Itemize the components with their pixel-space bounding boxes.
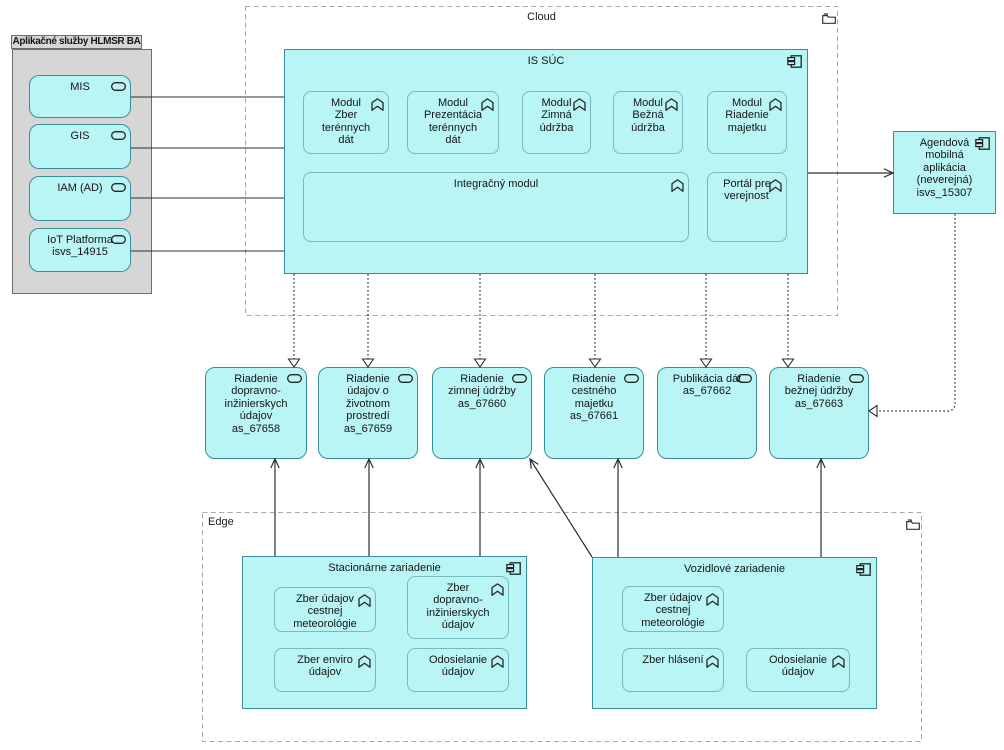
application-function-icon <box>769 179 782 192</box>
function-modul-bezna-udrzba[interactable]: Modul Bežná údržba <box>613 91 683 154</box>
function-zber-dopravno-inzinierskych-udajov[interactable]: Zber dopravno- inžinierskych údajov <box>407 576 509 639</box>
service-riadenie-zimnej-udrzby-label: Riadenie zimnej údržby as_67660 <box>448 373 516 410</box>
edge-is-suc-realizes-as67660-arrowhead[interactable] <box>473 358 487 368</box>
service-riadenie-beznej-udrzby-label: Riadenie bežnej údržby as_67663 <box>784 373 854 410</box>
edge-is-suc-realizes-as67662-arrowhead[interactable] <box>699 358 713 368</box>
function-modul-zber-terennych-dat[interactable]: Modul Zber terénnych dát <box>303 91 389 154</box>
service-riadenie-udajov-o-zivotnom-prostredi[interactable]: Riadenie údajov o životnom prostredí as_… <box>318 367 418 459</box>
application-service-icon <box>111 131 126 140</box>
function-integracny-modul-label: Integračný modul <box>453 178 539 190</box>
edge-vozidlove-to-as67663-arrowhead[interactable] <box>816 457 826 469</box>
app-service-mis-label: MIS <box>70 81 90 93</box>
edge-vozidlove-to-as67661-arrowhead[interactable] <box>613 457 623 469</box>
app-service-mis[interactable]: MIS <box>29 75 131 118</box>
edge-is-suc-realizes-as67659-arrowhead[interactable] <box>361 358 375 368</box>
function-modul-riadenie-majetku[interactable]: Modul Riadenie majetku <box>707 91 787 154</box>
application-component-icon <box>856 563 871 576</box>
application-function-icon <box>358 594 371 607</box>
application-service-icon <box>512 374 527 383</box>
application-function-icon <box>769 98 782 111</box>
application-service-icon <box>398 374 413 383</box>
application-service-icon <box>287 374 302 383</box>
group-cloud-label: Cloud <box>527 11 556 23</box>
component-vozidlove-zariadenie-label: Vozidlové zariadenie <box>684 563 785 575</box>
service-riadenie-beznej-udrzby[interactable]: Riadenie bežnej údržby as_67663 <box>769 367 869 459</box>
function-zber-udajov-cestnej-meteorologie-stac[interactable]: Zber údajov cestnej meteorológie <box>274 587 376 632</box>
edge-is-suc-realizes-as67661-arrowhead[interactable] <box>588 358 602 368</box>
function-modul-zimna-udrzba[interactable]: Modul Zimná údržba <box>522 91 591 154</box>
folder-icon <box>822 13 836 24</box>
service-riadenie-zimnej-udrzby[interactable]: Riadenie zimnej údržby as_67660 <box>432 367 532 459</box>
application-service-icon <box>111 235 126 244</box>
edge-stacionarne-to-as67660-arrowhead[interactable] <box>475 457 485 469</box>
application-function-icon <box>665 98 678 111</box>
service-riadenie-cestneho-majetku[interactable]: Riadenie cestného majetku as_67661 <box>544 367 644 459</box>
application-function-icon <box>671 179 684 192</box>
edge-agendova-realizes-as67663-arrowhead[interactable] <box>868 404 878 418</box>
application-function-icon <box>706 655 719 668</box>
function-zber-enviro-udajov[interactable]: Zber enviro údajov <box>274 648 376 692</box>
group-edge-label: Edge <box>208 516 234 528</box>
service-publikacia-dat[interactable]: Publikácia dát as_67662 <box>657 367 757 459</box>
application-function-icon <box>491 655 504 668</box>
application-function-icon <box>481 98 494 111</box>
function-portal-pre-verejnost[interactable]: Portál pre verejnosť <box>707 172 787 242</box>
application-service-icon <box>624 374 639 383</box>
edge-is-suc-realizes-as67658-arrowhead[interactable] <box>287 358 301 368</box>
function-odosielanie-udajov-stac[interactable]: Odosielanie údajov <box>407 648 509 692</box>
application-service-icon <box>111 82 126 91</box>
app-service-iot-platforma-label: IoT Platforma isvs_14915 <box>47 234 113 259</box>
folder-icon <box>906 519 920 530</box>
service-riadenie-udajov-o-zivotnom-prostredi-label: Riadenie údajov o životnom prostredí as_… <box>343 373 393 435</box>
app-service-gis[interactable]: GIS <box>29 124 131 169</box>
app-service-gis-label: GIS <box>70 130 90 142</box>
group-aplikacne-sluzby-tab: Aplikačné služby HLMSR BA <box>11 35 142 49</box>
application-function-icon <box>706 593 719 606</box>
application-function-icon <box>358 655 371 668</box>
application-service-icon <box>849 374 864 383</box>
application-component-icon <box>506 562 521 575</box>
application-service-icon <box>111 183 126 192</box>
service-riadenie-dopravno-inzinierskych-udajov[interactable]: Riadenie dopravno- inžinierskych údajov … <box>205 367 307 459</box>
service-publikacia-dat-label: Publikácia dát as_67662 <box>672 373 742 398</box>
function-integracny-modul[interactable]: Integračný modul <box>303 172 689 242</box>
edge-stacionarne-to-as67659-arrowhead[interactable] <box>364 457 374 469</box>
function-modul-prezentacia-terennych-dat[interactable]: Modul Prezentácia terénnych dát <box>407 91 499 154</box>
component-is-suc-label: IS SÚC <box>527 55 565 67</box>
service-riadenie-cestneho-majetku-label: Riadenie cestného majetku as_67661 <box>569 373 619 423</box>
edge-is-suc-to-agendova-arrowhead[interactable] <box>883 168 895 178</box>
component-stacionarne-zariadenie-label: Stacionárne zariadenie <box>328 562 441 574</box>
function-zber-hlaseni[interactable]: Zber hlásení <box>622 648 724 692</box>
application-component-icon <box>787 55 802 68</box>
edge-stacionarne-to-as67658-arrowhead[interactable] <box>270 457 280 469</box>
application-function-icon <box>832 655 845 668</box>
application-function-icon <box>491 583 504 596</box>
edge-vozidlove-to-as67660-arrowhead[interactable] <box>529 457 539 469</box>
service-riadenie-dopravno-inzinierskych-udajov-label: Riadenie dopravno- inžinierskych údajov … <box>224 373 288 435</box>
edge-agendova-realizes-as67663[interactable] <box>877 214 956 412</box>
application-service-icon <box>737 374 752 383</box>
application-function-icon <box>573 98 586 111</box>
edge-is-suc-realizes-as67663-arrowhead[interactable] <box>781 358 795 368</box>
app-service-iam-ad-label: IAM (AD) <box>57 182 103 194</box>
function-odosielanie-udajov-voz[interactable]: Odosielanie údajov <box>746 648 850 692</box>
component-agendova-mobilna-aplikacia[interactable]: Agendová mobilná aplikácia (neverejná) i… <box>893 131 996 214</box>
app-service-iam-ad[interactable]: IAM (AD) <box>29 176 131 221</box>
application-function-icon <box>371 98 384 111</box>
component-agendova-mobilna-aplikacia-label: Agendová mobilná aplikácia (neverejná) i… <box>916 137 973 199</box>
app-service-iot-platforma[interactable]: IoT Platforma isvs_14915 <box>29 228 131 272</box>
function-zber-udajov-cestnej-meteorologie-voz[interactable]: Zber údajov cestnej meteorológie <box>622 586 724 632</box>
application-component-icon <box>975 137 990 150</box>
